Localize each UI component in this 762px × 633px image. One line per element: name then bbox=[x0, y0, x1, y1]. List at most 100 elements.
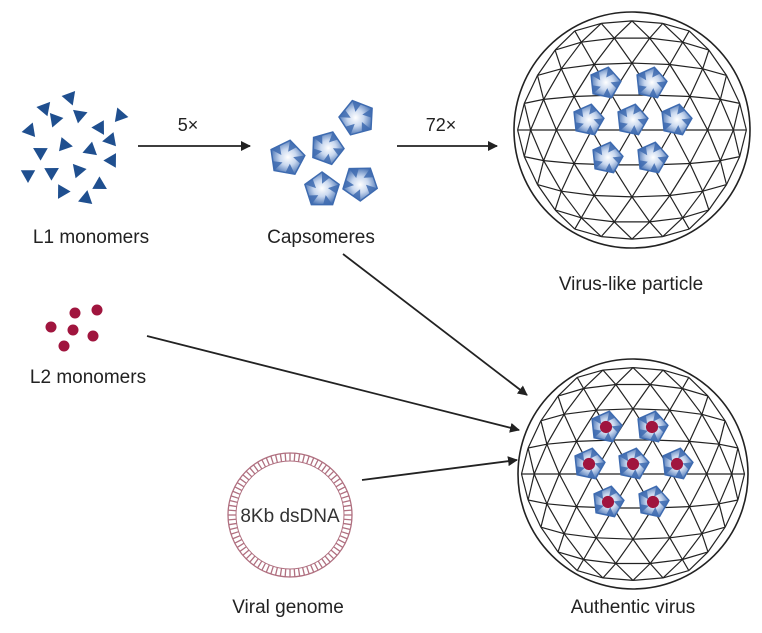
genome-base-pair bbox=[279, 453, 283, 462]
sphere-edge bbox=[583, 369, 604, 389]
genome-base-pair bbox=[242, 549, 250, 556]
sphere-edge bbox=[632, 577, 664, 581]
sphere-edge bbox=[701, 533, 709, 553]
capsomere-facet bbox=[612, 156, 623, 164]
capsomere-facet bbox=[681, 118, 692, 126]
capsomere-facet bbox=[675, 469, 684, 479]
capsomere-facet bbox=[323, 153, 332, 165]
l2-monomer bbox=[87, 330, 99, 342]
capsomere-facet bbox=[594, 160, 603, 169]
capsomere-facet bbox=[323, 195, 333, 205]
sphere-edge bbox=[543, 129, 557, 161]
sphere-edge bbox=[662, 228, 690, 238]
sphere-edge bbox=[561, 63, 595, 70]
genome-base-pair bbox=[284, 453, 287, 462]
capsomere-facet bbox=[663, 452, 673, 462]
l2-protein-dot bbox=[626, 457, 640, 471]
sphere-edge bbox=[632, 538, 651, 564]
sphere-edge bbox=[724, 499, 739, 528]
genome-base-pair bbox=[341, 531, 350, 535]
sphere-edge bbox=[536, 75, 545, 100]
capsomere-facet bbox=[650, 432, 659, 442]
sphere-edge bbox=[554, 41, 582, 51]
sphere-edge bbox=[681, 388, 703, 415]
capsomere-facet bbox=[308, 195, 319, 205]
virion-capsomeres bbox=[574, 410, 694, 518]
sphere-edge bbox=[530, 99, 545, 131]
capsomere-facet bbox=[654, 486, 662, 497]
l2-monomer bbox=[91, 304, 103, 316]
sphere-edge bbox=[540, 420, 548, 445]
vlp-label: Virus-like particle bbox=[559, 274, 703, 295]
capsomere-facet bbox=[638, 146, 648, 156]
capsomere bbox=[638, 485, 670, 518]
sphere-edge bbox=[689, 503, 720, 508]
capsomere-facet bbox=[682, 462, 693, 470]
sphere-edge bbox=[669, 409, 691, 442]
sphere-edge bbox=[719, 129, 734, 161]
capsomere bbox=[636, 66, 668, 99]
capsomere-facet bbox=[631, 469, 640, 479]
authentic-virus-label: Authentic virus bbox=[571, 597, 696, 618]
sphere-edge bbox=[688, 441, 708, 475]
capsomere-facet bbox=[313, 135, 323, 145]
sphere-edge bbox=[720, 156, 740, 162]
capsomere bbox=[590, 66, 622, 99]
capsomere-facet bbox=[606, 507, 615, 517]
genome-base-pair bbox=[229, 499, 238, 504]
genome-base-pair bbox=[313, 562, 319, 571]
capsomere-facet bbox=[362, 108, 373, 118]
sphere-edge bbox=[615, 538, 634, 564]
sphere-edge bbox=[718, 473, 733, 505]
l1-monomer bbox=[91, 120, 104, 135]
genome-base-pair bbox=[335, 542, 344, 548]
sphere-edge bbox=[689, 96, 709, 131]
l2-monomers-label: L2 monomers bbox=[30, 367, 146, 388]
sphere-edge bbox=[581, 217, 615, 223]
genome-base-pair bbox=[301, 567, 306, 576]
sphere-edge bbox=[682, 41, 704, 70]
sphere-edge bbox=[615, 384, 634, 410]
sphere-edge bbox=[702, 184, 727, 192]
capsomere bbox=[270, 139, 306, 176]
capsomere-facet bbox=[352, 189, 361, 201]
sphere-edge bbox=[560, 190, 582, 219]
genome-base-pair bbox=[333, 478, 341, 484]
sphere-edge bbox=[701, 414, 720, 445]
sphere-edge bbox=[688, 414, 703, 442]
capsomere bbox=[592, 141, 624, 174]
capsomere bbox=[342, 167, 379, 202]
sphere-edge bbox=[689, 160, 721, 165]
sphere-edge bbox=[719, 160, 728, 185]
sphere-edge bbox=[577, 369, 604, 378]
genome-base-pair bbox=[341, 495, 350, 499]
capsomere-facet bbox=[634, 448, 642, 459]
genome-base-pair bbox=[239, 478, 247, 484]
capsomere-facet bbox=[271, 145, 282, 155]
genome-base-pair bbox=[274, 454, 279, 463]
sphere-edge bbox=[725, 156, 741, 185]
sphere-edge bbox=[523, 156, 539, 185]
sphere-edge bbox=[557, 395, 565, 415]
l1-monomers-label: L1 monomers bbox=[33, 227, 149, 248]
l2-protein-dot bbox=[599, 420, 613, 434]
capsomere-facet bbox=[576, 466, 585, 475]
sphere-edge bbox=[575, 506, 597, 539]
sphere-edge bbox=[554, 209, 582, 219]
l2-protein-dot bbox=[601, 495, 615, 509]
sphere-edge bbox=[546, 503, 577, 508]
sphere-edge bbox=[632, 367, 664, 371]
sphere-edge bbox=[615, 367, 634, 385]
l1-monomer bbox=[78, 190, 93, 204]
capsomere-facet bbox=[345, 123, 355, 135]
sphere-edge bbox=[737, 473, 746, 501]
capsomere-facet bbox=[638, 415, 648, 425]
sphere-edge bbox=[662, 22, 690, 32]
sphere-edge bbox=[631, 20, 651, 39]
sphere-edge bbox=[573, 129, 593, 164]
capsomere bbox=[662, 447, 694, 480]
sphere-edge bbox=[523, 75, 539, 104]
sphere-edge bbox=[601, 20, 633, 24]
capsomere-facet bbox=[575, 452, 585, 462]
sphere-edge bbox=[543, 68, 562, 100]
